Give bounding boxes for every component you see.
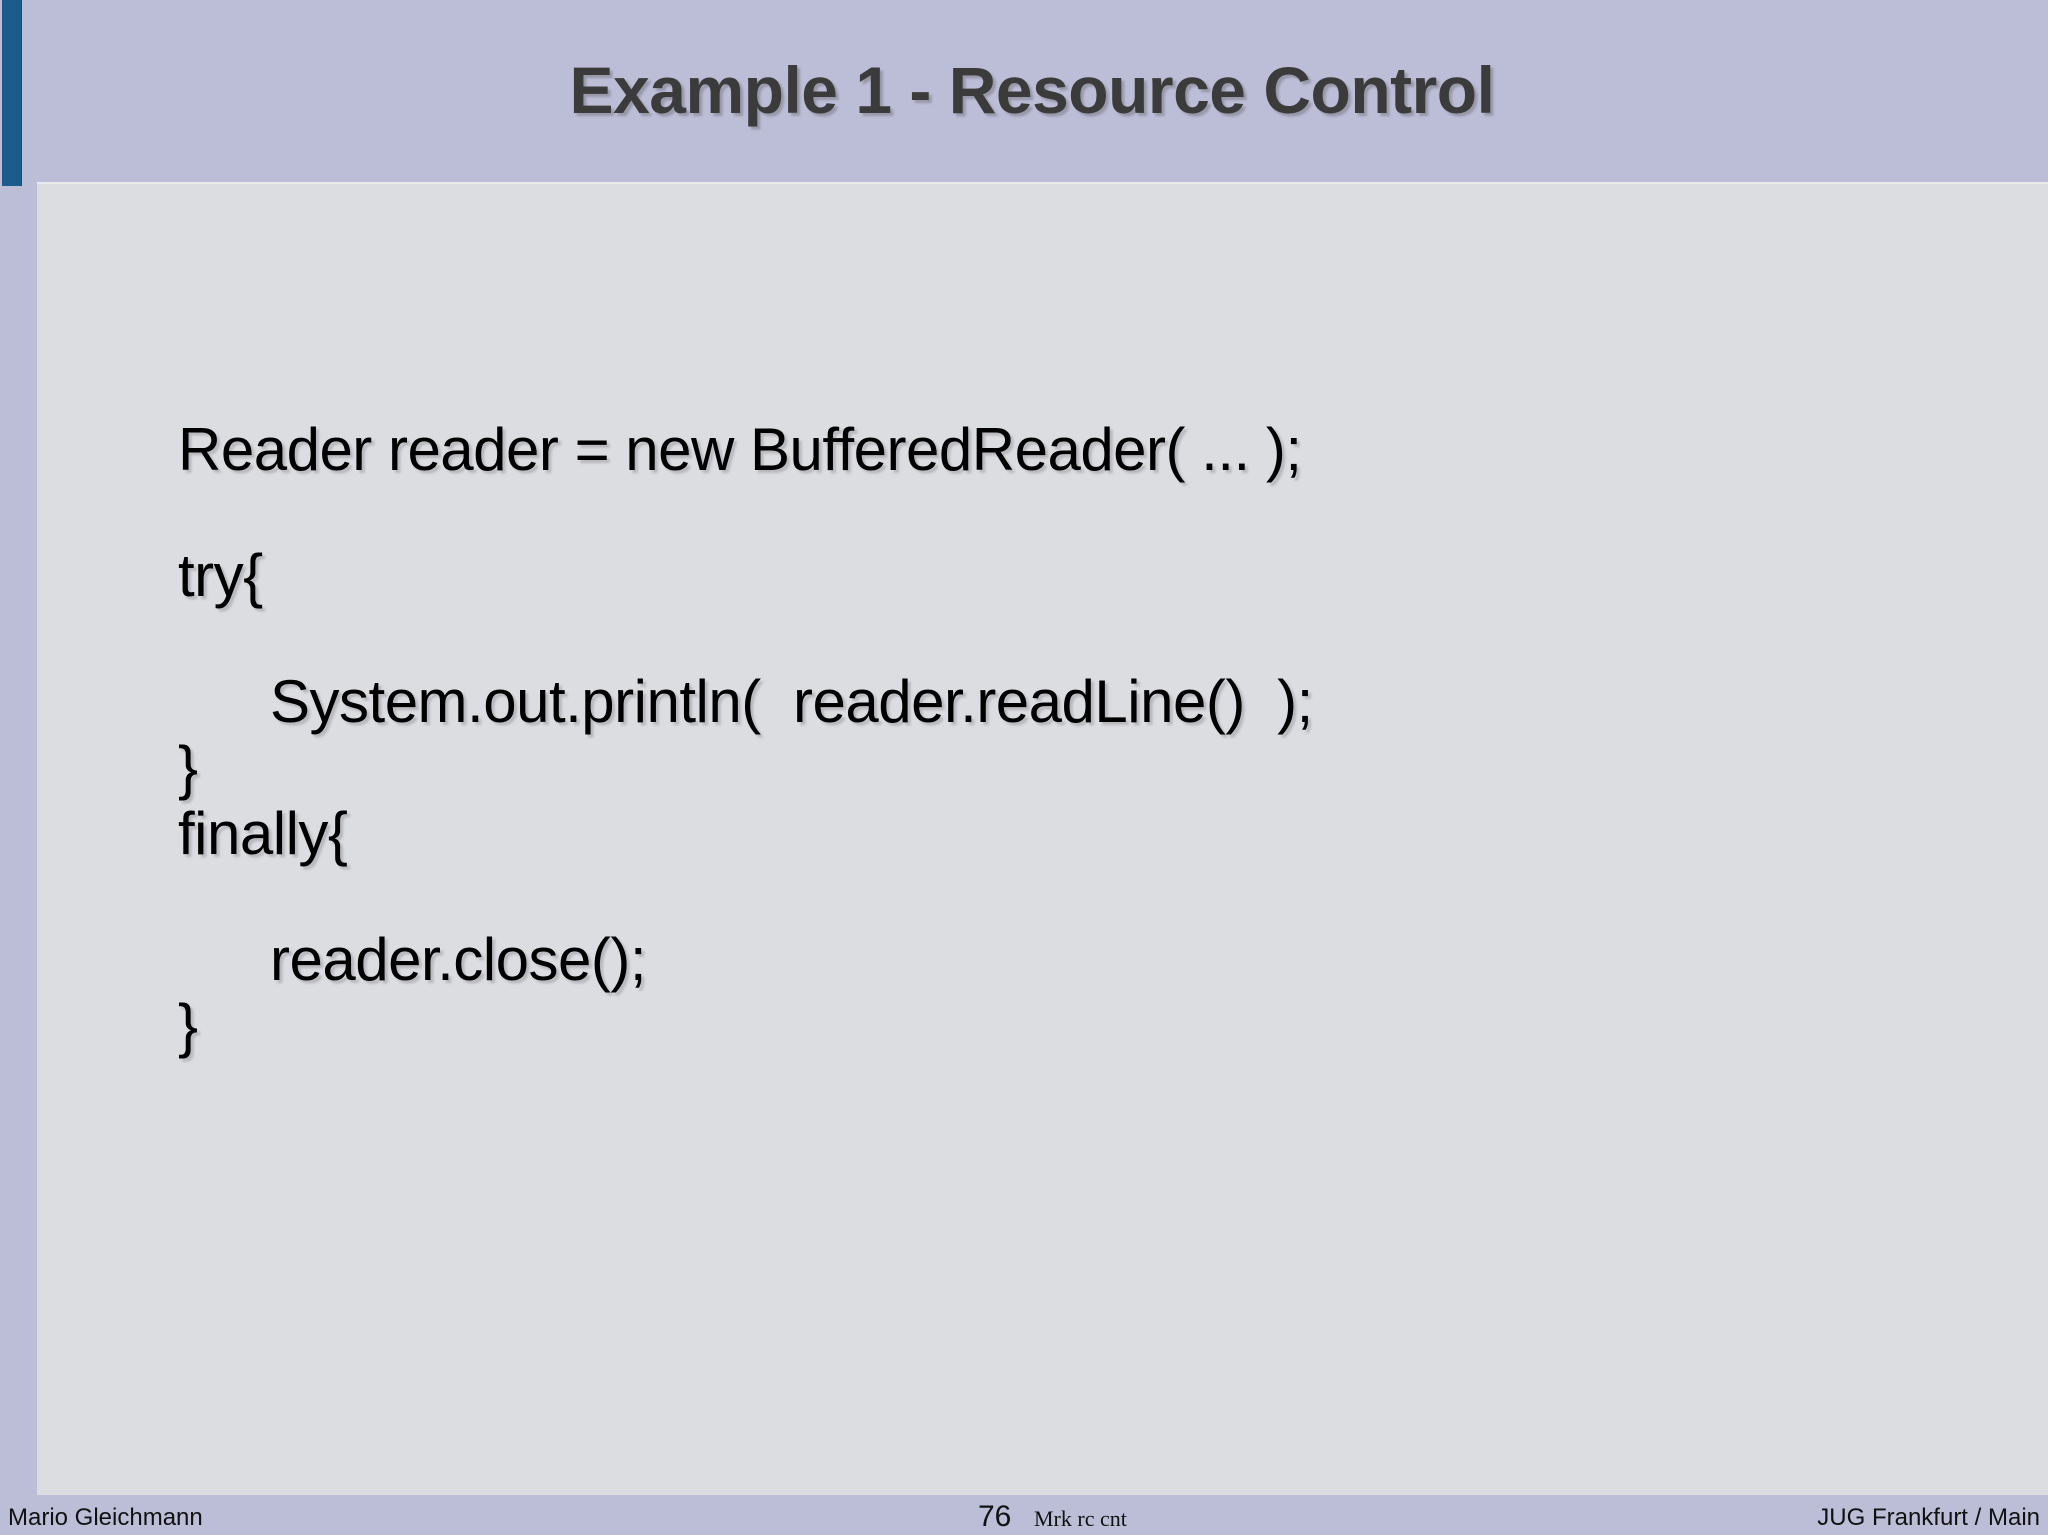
content-panel: Reader reader = new BufferedReader( ... … (37, 182, 2048, 1495)
left-accent-bar (2, 0, 22, 186)
page-title: Example 1 - Resource Control (569, 53, 1495, 127)
code-line-finally-close: } (178, 992, 198, 1059)
code-line-try-open: try{ (178, 542, 263, 609)
footer-organization: JUG Frankfurt / Main (1817, 1504, 2040, 1531)
code-line-println: System.out.println( reader.readLine() ); (270, 668, 1313, 735)
code-line-close: reader.close(); (270, 926, 647, 993)
code-line-try-close: } (178, 734, 198, 801)
footer-note: Mrk rc cnt (1034, 1506, 1127, 1531)
code-line-finally-open: finally{ (178, 800, 348, 867)
slide-footer: Mario Gleichmann 76 Mrk rc cnt JUG Frank… (0, 1495, 2048, 1535)
page-number: 76 (978, 1500, 1012, 1533)
code-line-declaration: Reader reader = new BufferedReader( ... … (178, 416, 1302, 483)
code-block: Reader reader = new BufferedReader( ... … (178, 420, 1978, 1062)
footer-center-group: 76 Mrk rc cnt (0, 1495, 2048, 1535)
code-line-spacer-1 (178, 516, 1978, 546)
title-band: Example 1 - Resource Control (22, 0, 2042, 182)
footer-author: Mario Gleichmann (8, 1504, 203, 1531)
